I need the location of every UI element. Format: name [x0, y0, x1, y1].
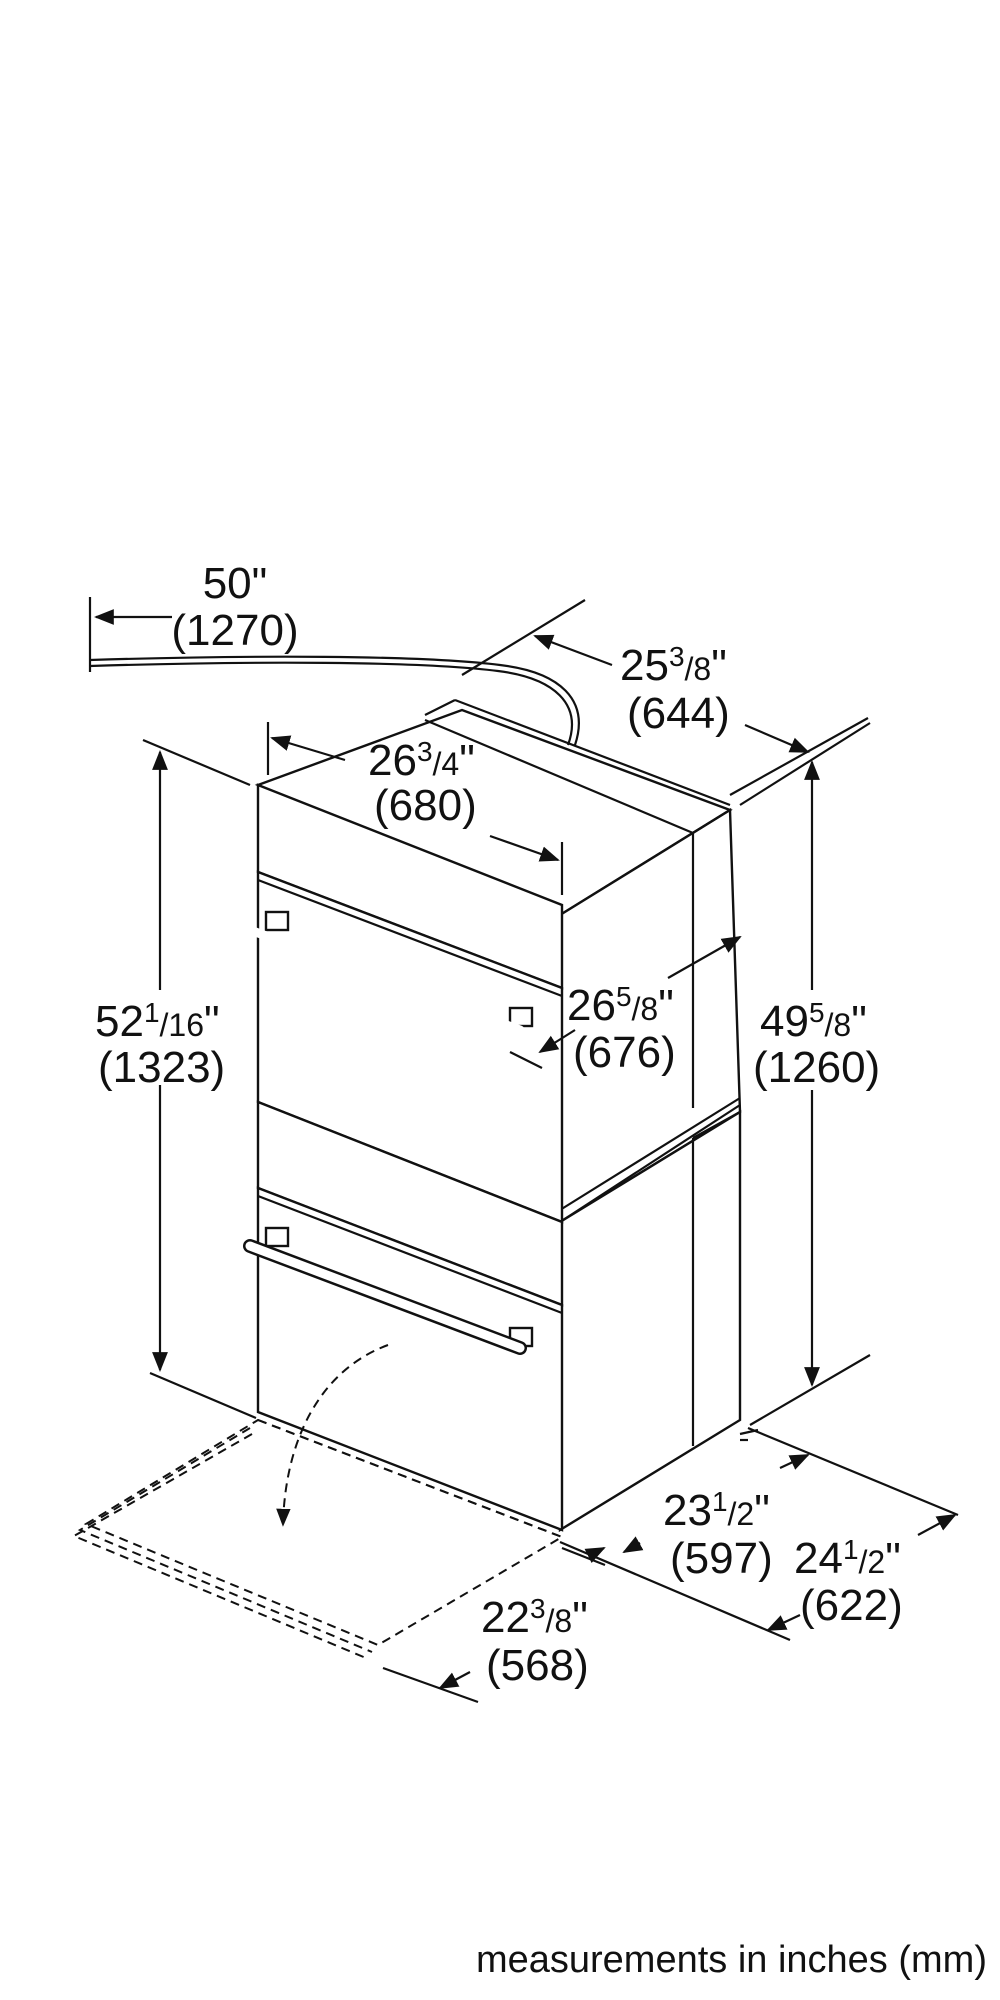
dimension-cord-length: 50" (1270) — [171, 559, 298, 655]
svg-text:(1323): (1323) — [98, 1043, 225, 1092]
dimension-depth-base: 231/2" (597) — [663, 1486, 773, 1583]
oven-cabinet — [254, 698, 742, 1533]
open-door-outline — [71, 1344, 565, 1659]
dimension-door-open: 223/8" (568) — [481, 1593, 589, 1690]
dimension-lines — [142, 599, 959, 1704]
svg-text:(622): (622) — [800, 1581, 903, 1630]
svg-text:(568): (568) — [486, 1641, 589, 1690]
svg-text:231/2": 231/2" — [663, 1486, 770, 1535]
svg-text:263/4": 263/4" — [368, 736, 475, 785]
svg-text:(1260): (1260) — [753, 1043, 880, 1092]
svg-text:(644): (644) — [627, 689, 730, 738]
upper-door-handle[interactable] — [245, 910, 534, 1035]
power-cord — [88, 597, 580, 746]
dimension-width-front: 263/4" (680) — [368, 736, 477, 830]
svg-text:50": 50" — [203, 559, 268, 608]
svg-text:(597): (597) — [670, 1534, 773, 1583]
svg-text:223/8": 223/8" — [481, 1593, 588, 1642]
svg-text:(676): (676) — [573, 1028, 676, 1077]
measurements-caption: measurements in inches (mm) — [476, 1939, 987, 1981]
svg-text:241/2": 241/2" — [794, 1534, 901, 1583]
svg-text:265/8": 265/8" — [567, 981, 674, 1030]
svg-text:253/8": 253/8" — [620, 641, 727, 690]
dimension-depth-overall: 241/2" (622) — [794, 1534, 903, 1630]
svg-text:(680): (680) — [374, 781, 477, 830]
lower-door-handle[interactable] — [243, 1226, 534, 1355]
dimension-height-overall: 521/16" (1323) — [95, 997, 225, 1092]
svg-text:521/16": 521/16" — [95, 997, 220, 1046]
oven-front — [256, 783, 564, 1538]
svg-text:495/8": 495/8" — [760, 997, 867, 1046]
dimension-depth-top: 253/8" (644) — [620, 641, 730, 738]
dimension-side-depth: 265/8" (676) — [567, 981, 676, 1077]
svg-text:(1270): (1270) — [171, 606, 298, 655]
dimension-height-body: 495/8" (1260) — [753, 997, 880, 1092]
